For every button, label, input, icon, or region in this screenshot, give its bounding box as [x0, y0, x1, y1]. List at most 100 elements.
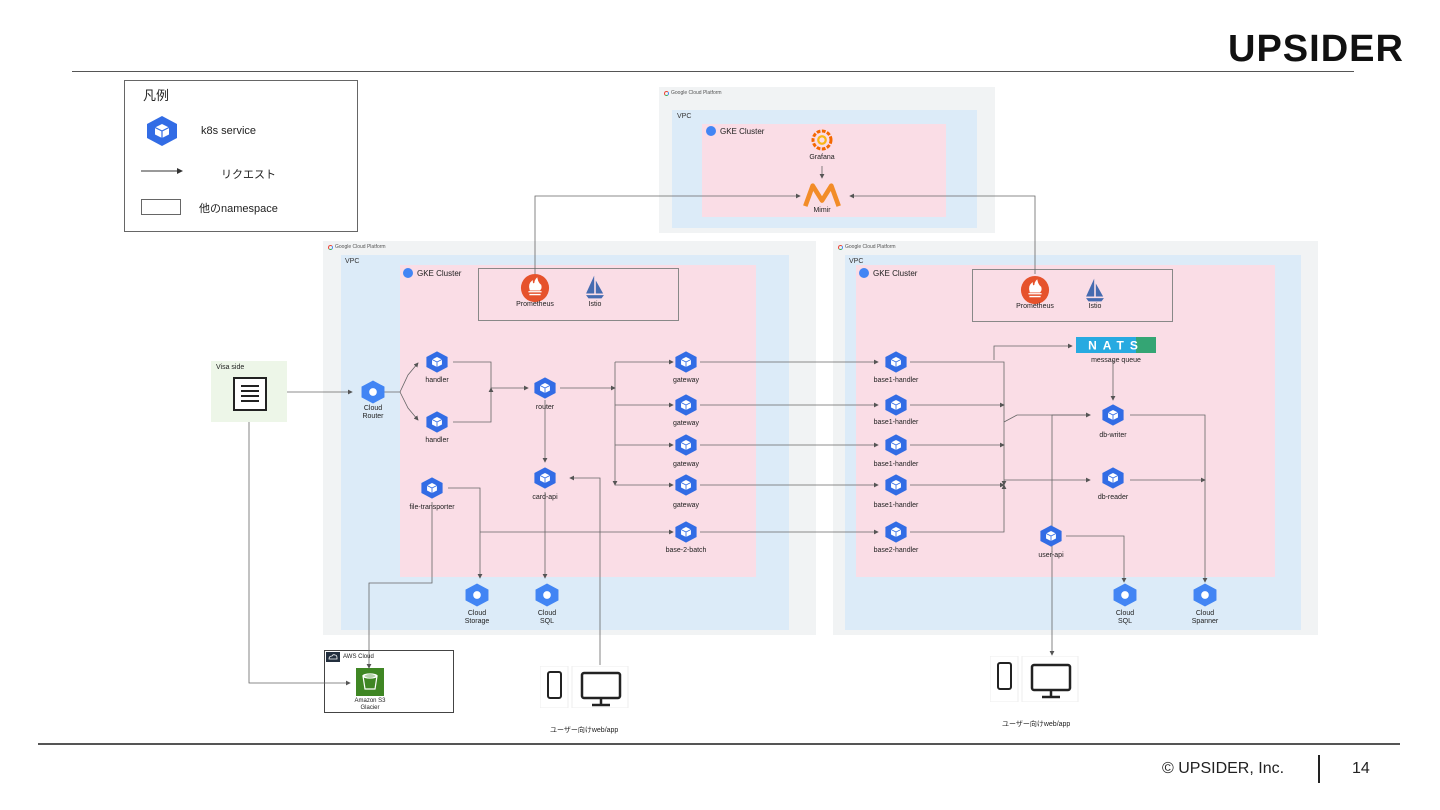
gke-icon	[403, 268, 413, 278]
gateway-icon	[674, 393, 698, 417]
gke-icon	[859, 268, 869, 278]
k8s-service-icon	[147, 116, 177, 146]
base-2-batch-label: base-2-batch	[665, 547, 707, 554]
nats-icon: NATS	[1076, 337, 1156, 353]
cloud-sql-left-label: Cloud SQL	[537, 610, 557, 625]
router-label: router	[535, 404, 555, 411]
monitoring-namespace-left	[478, 268, 679, 321]
aws-cloud-label: AWS Cloud	[343, 654, 374, 660]
user-devices-right-icon	[990, 656, 1079, 702]
istio-right-icon	[1082, 277, 1108, 303]
legend-title: 凡例	[143, 88, 170, 103]
handler-label: handler	[425, 437, 449, 444]
user-api-icon	[1039, 524, 1063, 548]
server-icon	[233, 377, 267, 411]
connection-line	[910, 484, 1007, 533]
s3-glacier-label: Amazon S3 Glacier	[354, 698, 386, 711]
vpc-right-label: VPC	[849, 258, 864, 265]
arrow-icon	[141, 168, 183, 174]
cloud-router-label: Cloud Router	[362, 405, 384, 420]
mimir-icon	[803, 182, 841, 208]
user-api-label: user-api	[1038, 552, 1064, 559]
user-app-right-label: ユーザー向けweb/app	[1002, 721, 1071, 728]
gcp-logo-icon	[328, 244, 333, 250]
handler-icon	[425, 350, 449, 374]
base1-handler-label: base1-handler	[873, 419, 919, 426]
footer-separator	[1318, 755, 1320, 783]
base1-handler-label: base1-handler	[873, 502, 919, 509]
gcp-top-label: Google Cloud Platform	[664, 90, 722, 96]
handler-label: handler	[425, 377, 449, 384]
prometheus-right-label: Prometheus	[1016, 303, 1054, 310]
copyright: © UPSIDER, Inc.	[1162, 760, 1285, 777]
gcp-left-label: Google Cloud Platform	[328, 244, 386, 250]
connection-line	[849, 193, 1036, 274]
connection-line	[399, 391, 419, 421]
istio-right-label: Istio	[1088, 303, 1102, 310]
cloud-storage-label: Cloud Storage	[464, 610, 490, 625]
gke-right-label: GKE Cluster	[859, 268, 917, 278]
connection-line	[993, 343, 1073, 360]
gke-icon	[706, 126, 716, 136]
gcp-right-label: Google Cloud Platform	[838, 244, 896, 250]
vpc-left-label: VPC	[345, 258, 360, 265]
gcp-logo-icon	[664, 90, 669, 96]
db-writer-label: db-writer	[1099, 432, 1127, 439]
user-app-left-label: ユーザー向けweb/app	[550, 727, 619, 734]
header-divider	[72, 71, 1354, 72]
db-writer-icon	[1101, 403, 1125, 427]
base-2-batch-icon	[674, 520, 698, 544]
gke-left-label: GKE Cluster	[403, 268, 461, 278]
cloud-sql-right-label: Cloud SQL	[1115, 610, 1135, 625]
base1-handler-label: base1-handler	[873, 377, 919, 384]
card-api-label: card-api	[532, 494, 558, 501]
db-reader-icon	[1101, 466, 1125, 490]
cloud-sql-right-icon	[1112, 582, 1138, 608]
svg-text:NATS: NATS	[1088, 339, 1144, 353]
connection-line	[453, 387, 494, 423]
legend-k8s-label: k8s service	[201, 125, 257, 137]
footer-divider	[38, 743, 1400, 745]
namespace-swatch	[141, 199, 181, 215]
connection-line	[1130, 414, 1208, 583]
vpc-top-label: VPC	[677, 113, 692, 120]
connection-line	[383, 362, 419, 393]
cloud-sql-left-icon	[534, 582, 560, 608]
istio-left-icon	[582, 274, 608, 300]
connection-line	[366, 502, 433, 669]
prometheus-right-icon	[1020, 275, 1050, 305]
user-devices-left-icon	[540, 666, 629, 708]
gateway-label: gateway	[672, 377, 700, 384]
visa-side-label: Visa side	[216, 364, 245, 371]
upsider-logo: UPSIDER	[1228, 28, 1404, 70]
card-api-icon	[533, 466, 557, 490]
gateway-icon	[674, 350, 698, 374]
file-transporter-label: file-transporter	[409, 504, 455, 511]
cloud-spanner-label: Cloud Spanner	[1191, 610, 1219, 625]
prometheus-left-label: Prometheus	[516, 301, 554, 308]
gateway-label: gateway	[672, 461, 700, 468]
base1-handler-icon	[884, 350, 908, 374]
legend-request-label: リクエスト	[221, 169, 276, 181]
monitoring-namespace-right	[972, 269, 1173, 322]
base1-handler-icon	[884, 473, 908, 497]
gke-top-label: GKE Cluster	[706, 126, 764, 136]
istio-left-label: Istio	[588, 301, 602, 308]
grafana-label: Grafana	[809, 154, 835, 161]
legend-box: 凡例 k8s service リクエスト 他のnamespace	[124, 80, 358, 232]
connection-line	[534, 193, 801, 274]
connection-line	[1066, 535, 1127, 583]
base1-handler-icon	[884, 393, 908, 417]
gateway-icon	[674, 473, 698, 497]
grafana-icon	[810, 128, 834, 152]
connection-line	[569, 475, 601, 665]
nats-label: message queue	[1091, 357, 1141, 364]
s3-glacier-icon	[356, 668, 384, 696]
connection-line	[1003, 412, 1091, 423]
cloud-spanner-icon	[1192, 582, 1218, 608]
cloud-storage-icon	[464, 582, 490, 608]
base2-handler-icon	[884, 520, 908, 544]
legend-namespace-label: 他のnamespace	[199, 203, 278, 215]
connection-line	[448, 487, 483, 579]
